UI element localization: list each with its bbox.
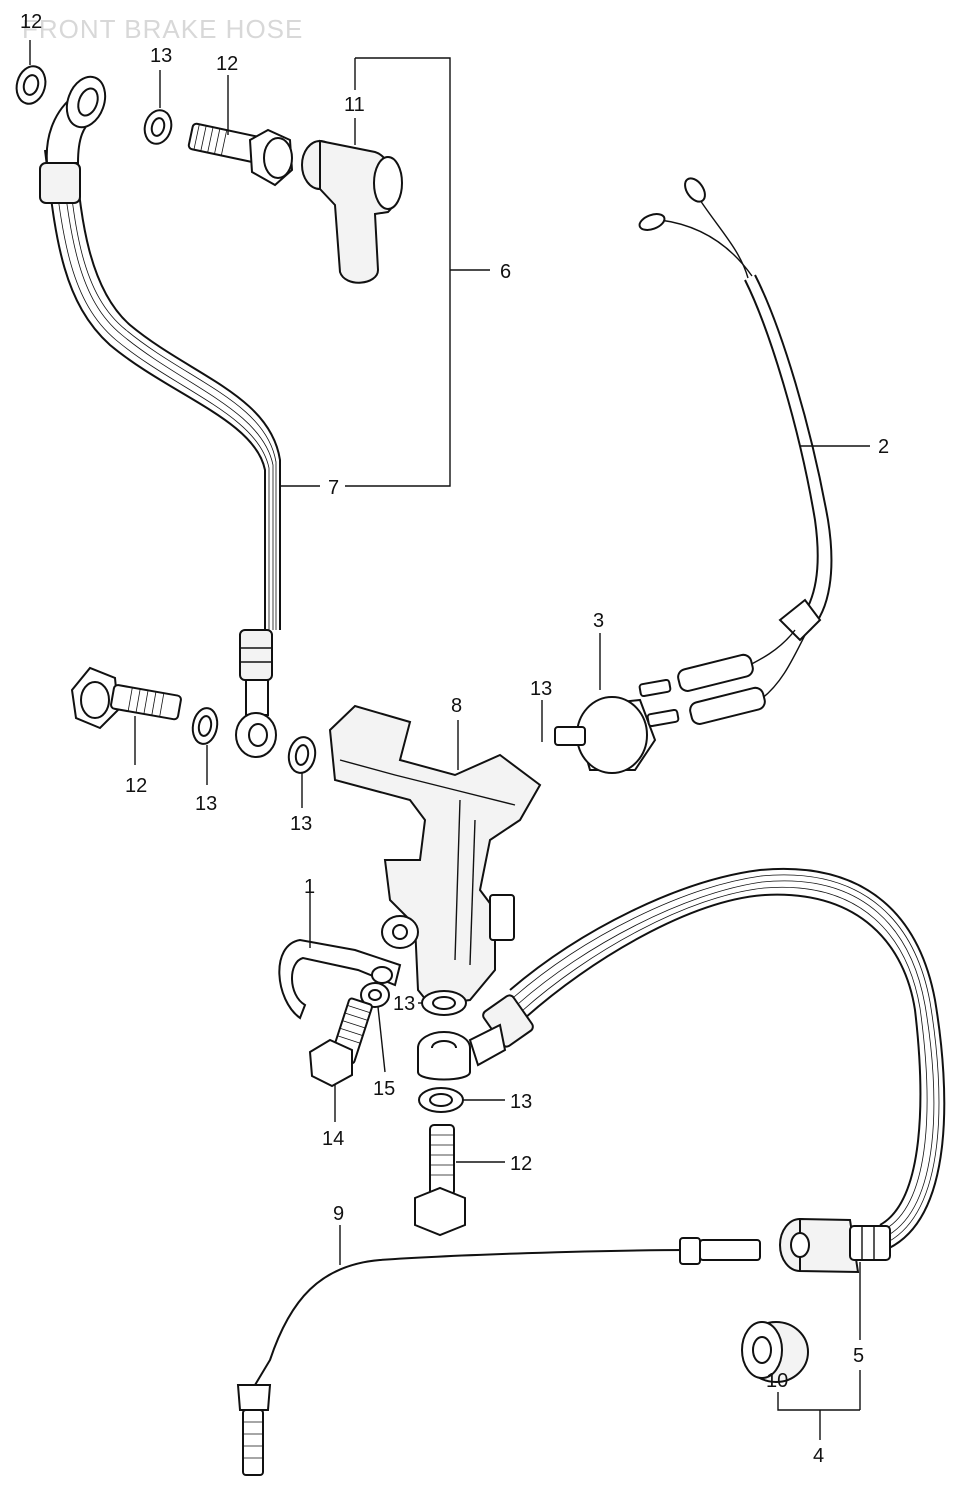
callout-12-left: 12 [125, 775, 147, 797]
callout-2: 2 [878, 436, 889, 458]
group-bracket-4 [777, 1262, 861, 1440]
sealing-washer-13-lower [418, 1087, 464, 1113]
banjo-fitting-lower [417, 1031, 471, 1081]
washer-15 [360, 982, 390, 1008]
upper-brake-hose-7 [39, 75, 281, 758]
callout-5: 5 [853, 1345, 864, 1367]
oil-bolt-12-top [187, 122, 294, 187]
callout-13-center: 13 [290, 813, 312, 835]
callout-labels: 1 2 3 4 5 6 7 8 9 10 11 12 12 12 12 13 1… [20, 11, 889, 1467]
hose-rubber-cover-11 [301, 139, 403, 284]
lower-brake-hose [468, 867, 946, 1251]
callout-12-top-left: 12 [20, 11, 42, 33]
rubber-grommet-10 [741, 1321, 809, 1383]
callout-10: 10 [766, 1370, 788, 1392]
switch-wire-harness-2 [638, 177, 833, 725]
oil-bolt-12-lower [414, 1124, 466, 1237]
callout-11: 11 [344, 94, 365, 116]
callout-14: 14 [322, 1128, 344, 1150]
hose-clamp-1 [278, 938, 402, 1020]
callout-7: 7 [328, 477, 339, 499]
sealing-washer-13-left [191, 707, 219, 745]
sealing-washer-13-top [143, 109, 173, 145]
callout-12-lower: 12 [510, 1153, 532, 1175]
callout-13-top: 13 [150, 45, 172, 67]
callout-12-top: 12 [216, 53, 238, 75]
brake-pressure-switch-3 [554, 678, 680, 774]
bolt-14 [308, 997, 373, 1088]
switch-cable-9 [236, 1237, 761, 1476]
callout-13-switch: 13 [530, 678, 552, 700]
sealing-washer-13-top-left [15, 65, 47, 105]
callout-9: 9 [333, 1203, 344, 1225]
sealing-washer-13-lower-upper [421, 990, 467, 1016]
callout-6: 6 [500, 261, 511, 283]
group-bracket-6 [280, 57, 490, 487]
callout-13-left: 13 [195, 793, 217, 815]
callout-3: 3 [593, 610, 604, 632]
brake-light-switch-5 [779, 1217, 891, 1274]
leader-lines [29, 40, 870, 1265]
callout-13-lower-upper: 13 [393, 993, 415, 1015]
oil-bolt-12-left [70, 666, 182, 730]
diagram-title: FRONT BRAKE HOSE [22, 14, 303, 44]
callout-15: 15 [373, 1078, 395, 1100]
callout-13-lower: 13 [510, 1091, 532, 1113]
callout-8: 8 [451, 695, 462, 717]
brake-three-way-joint-8 [328, 704, 542, 1007]
sealing-washer-13-center [287, 736, 317, 774]
callout-1: 1 [304, 876, 315, 898]
callout-4: 4 [813, 1445, 824, 1467]
